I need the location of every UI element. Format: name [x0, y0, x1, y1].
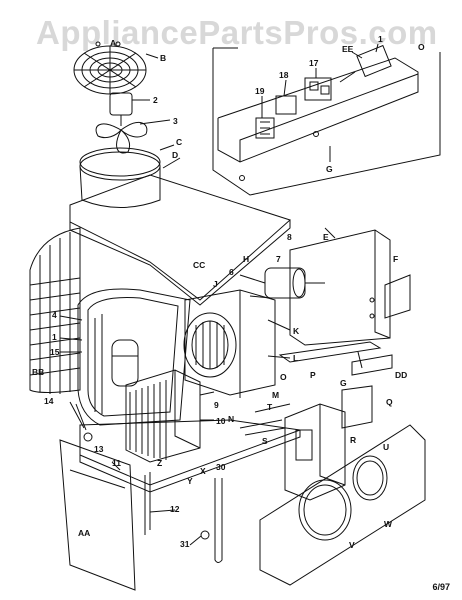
watermark-text: AppliancePartsPros.com — [36, 14, 438, 51]
label-AA: AA — [78, 528, 90, 538]
label-EE: EE — [342, 44, 354, 54]
label-B: B — [160, 53, 166, 63]
heater-assembly — [240, 386, 372, 500]
label-30: 30 — [216, 462, 226, 472]
label-P: P — [310, 370, 316, 380]
label-C: C — [176, 137, 182, 147]
evaporator-coil — [126, 370, 214, 462]
label-G-inset: G — [326, 164, 333, 174]
side-panel — [60, 440, 135, 590]
label-T: T — [267, 402, 273, 412]
label-O: O — [280, 372, 287, 382]
label-6: 6 — [229, 267, 234, 277]
label-31: 31 — [180, 539, 190, 549]
label-G: G — [340, 378, 347, 388]
label-13: 13 — [94, 444, 104, 454]
blower-housing — [184, 290, 290, 398]
support-rail — [280, 342, 392, 375]
venturi-ring — [80, 145, 174, 208]
label-12: 12 — [170, 504, 180, 514]
label-8: 8 — [287, 232, 292, 242]
label-17: 17 — [309, 58, 319, 68]
label-9: 9 — [214, 400, 219, 410]
access-panel — [260, 425, 425, 585]
date-code: 6/97 — [432, 582, 450, 592]
label-F: F — [393, 254, 398, 264]
label-R: R — [350, 435, 356, 445]
label-A: A — [110, 38, 116, 48]
part-labels: A B 2 3 C D EE 1 O 17 18 19 G E F 8 7 6 … — [32, 34, 425, 550]
label-15: 15 — [50, 347, 60, 357]
label-3: 3 — [173, 116, 178, 126]
label-1-inset: 1 — [378, 34, 383, 44]
label-CC: CC — [193, 260, 205, 270]
label-11: 11 — [112, 458, 121, 468]
label-Q: Q — [386, 397, 393, 407]
top-panel — [70, 158, 290, 305]
label-M: M — [272, 390, 279, 400]
label-2: 2 — [153, 95, 158, 105]
label-K: K — [293, 326, 300, 336]
label-Y: Y — [187, 476, 193, 486]
compressor — [112, 340, 138, 386]
label-14: 14 — [44, 396, 54, 406]
fan-guard — [74, 42, 158, 94]
label-V: V — [349, 540, 355, 550]
coil-guard-grid — [30, 228, 80, 394]
blower-motor — [240, 268, 325, 298]
label-10: 10 — [216, 416, 226, 426]
label-H: H — [243, 254, 249, 264]
label-U: U — [383, 442, 389, 452]
label-E: E — [323, 232, 329, 242]
label-S: S — [262, 436, 268, 446]
label-19: 19 — [255, 86, 265, 96]
label-W: W — [384, 519, 393, 529]
small-fittings — [76, 404, 120, 470]
control-box-panel — [290, 228, 410, 345]
label-BB: BB — [32, 367, 44, 377]
label-L: L — [293, 353, 298, 363]
label-18: 18 — [279, 70, 289, 80]
fan-blade — [96, 120, 170, 153]
label-4: 4 — [52, 310, 57, 320]
label-1: 1 — [52, 332, 57, 342]
label-DD: DD — [395, 370, 407, 380]
control-box-inset — [213, 44, 440, 195]
label-J: J — [213, 279, 218, 289]
refrigerant-tubing — [145, 472, 222, 563]
label-7: 7 — [276, 254, 281, 264]
label-D: D — [172, 150, 178, 160]
label-N: N — [228, 414, 234, 424]
label-O-inset: O — [418, 42, 425, 52]
label-X: X — [200, 466, 206, 476]
fan-motor — [110, 93, 150, 126]
label-Z: Z — [157, 458, 162, 468]
